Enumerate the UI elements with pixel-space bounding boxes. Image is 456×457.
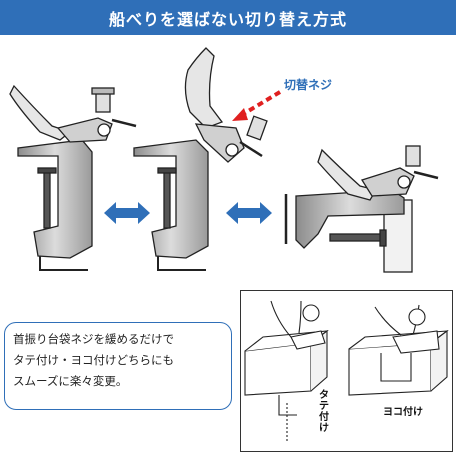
caption-line: スムーズに楽々変更。: [13, 374, 128, 388]
caption-box: 首振り台袋ネジを緩めるだけで タテ付け・ヨコ付けどちらにも スムーズに楽々変更。: [4, 322, 232, 410]
mounting-examples-drawing: [244, 300, 449, 441]
clamp-illustration-3: [284, 145, 439, 273]
title-banner: 船べりを選ばない切り替え方式: [0, 0, 456, 35]
horizontal-mount-label: ヨコ付け: [383, 407, 423, 418]
red-dashed-arrow-icon: [232, 90, 282, 121]
mounting-examples-inset: [240, 290, 453, 452]
switch-screw-callout: 切替ネジ: [284, 78, 333, 92]
clamp-illustration-2: [133, 47, 268, 271]
double-arrow-icon: [104, 202, 150, 224]
caption-line: 首振り台袋ネジを緩めるだけで: [13, 332, 174, 346]
clamp-illustration-1: [9, 84, 137, 271]
vertical-mount-label: タテ付け: [319, 390, 329, 434]
banner-title: 船べりを選ばない切り替え方式: [108, 9, 347, 29]
caption-line: タテ付け・ヨコ付けどちらにも: [13, 353, 174, 367]
double-arrow-icon: [226, 202, 272, 224]
